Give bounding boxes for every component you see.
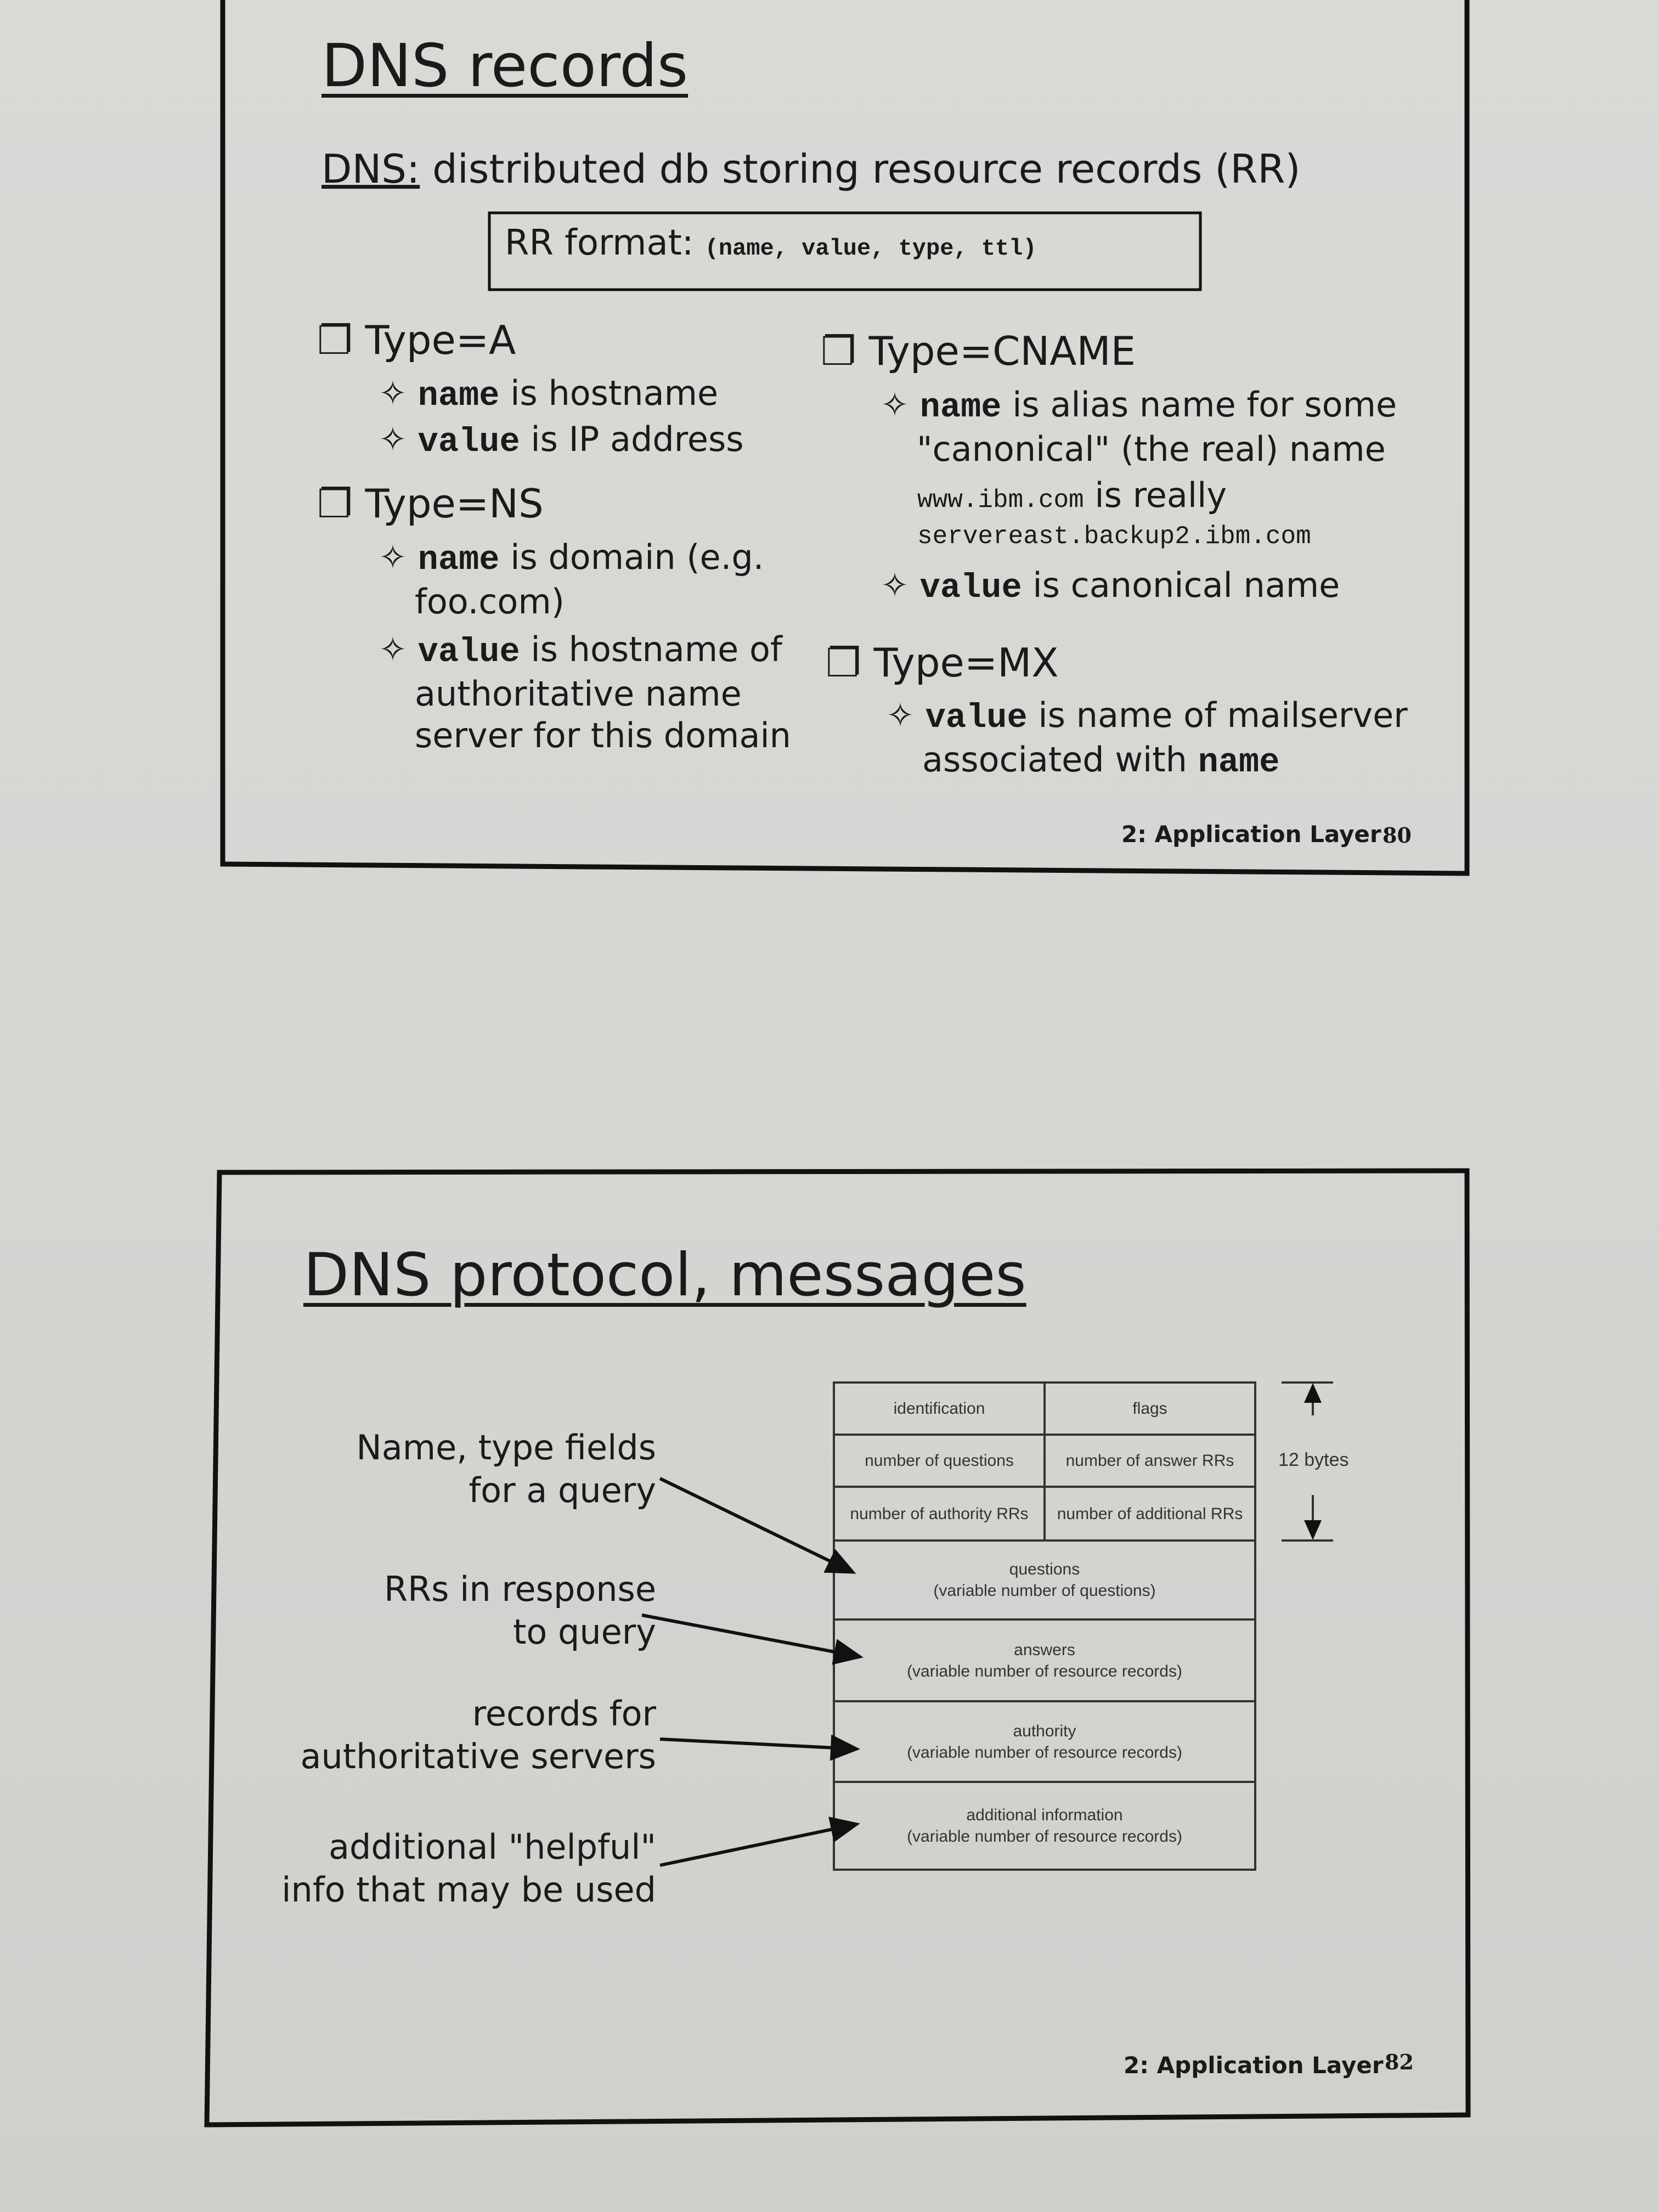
subtitle-text: distributed db storing resource records … — [420, 146, 1301, 192]
type-mx-bullet-1: ✧ value is name of mailserver associated … — [886, 695, 1408, 783]
keyword: name — [1198, 743, 1280, 782]
label-line: RRs in response — [384, 1569, 656, 1609]
text: is hostname — [499, 373, 719, 413]
section-desc: (variable number of resource records) — [907, 1827, 1182, 1846]
keyword: name — [417, 540, 500, 579]
label-additional-info: additional "helpful"info that may be use… — [281, 1826, 656, 1911]
type-a-bullet-1: ✧ name is hostname — [379, 373, 718, 415]
text: "canonical" (the real) name — [917, 429, 1386, 469]
type-cname-heading: ❐ Type=CNAME — [821, 328, 1136, 374]
text: authoritative name — [415, 674, 742, 714]
hostname: www.ibm.com — [917, 486, 1084, 515]
label-line: info that may be used — [281, 1870, 656, 1910]
section-authority: authority (variable number of resource re… — [834, 1701, 1255, 1782]
text: is alias name for some — [1001, 385, 1397, 425]
checkbox-bullet-icon: ❐ — [821, 328, 869, 374]
text: is really — [1084, 475, 1227, 515]
message-format-table — [833, 1381, 1256, 1871]
type-cname-bullet-1: ✧ name is alias name for some"canonical"… — [881, 384, 1397, 470]
section-name: questions — [1009, 1560, 1080, 1578]
type-ns-bullet-1: ✧ name is domain (e.g. foo.com) — [379, 537, 764, 623]
text: foo.com) — [415, 582, 565, 622]
text: is canonical name — [1022, 565, 1340, 605]
label-line: additional "helpful" — [328, 1827, 656, 1867]
section-answers: answers (variable number of resource reco… — [834, 1620, 1255, 1701]
text: associated with — [922, 740, 1198, 780]
section-name: authority — [1013, 1722, 1076, 1740]
slide2-page-number: 82 — [1385, 2050, 1414, 2074]
rr-format-label: RR format: — [505, 223, 705, 263]
keyword: name — [417, 376, 500, 415]
slide1-subtitle: DNS: distributed db storing resource rec… — [321, 146, 1301, 192]
dns-label: DNS: — [321, 146, 420, 192]
type-ns-heading: ❐ Type=NS — [317, 481, 544, 527]
field-flags: flags — [1132, 1400, 1167, 1418]
keyword: value — [925, 698, 1028, 737]
keyword: name — [919, 388, 1002, 427]
diamond-bullet-icon: ✧ — [379, 629, 418, 669]
checkbox-bullet-icon: ❐ — [826, 640, 874, 686]
type-ns-bullet-2: ✧ value is hostname of authoritative name… — [379, 629, 791, 757]
section-name: answers — [1014, 1640, 1075, 1659]
text: is domain (e.g. — [499, 537, 764, 577]
diamond-bullet-icon: ✧ — [881, 385, 920, 425]
diamond-bullet-icon: ✧ — [881, 565, 920, 605]
field-identification: identification — [893, 1400, 985, 1418]
text: is hostname of — [520, 629, 782, 669]
cname-example-2: servereast.backup2.ibm.com — [917, 522, 1311, 551]
diamond-bullet-icon: ✧ — [886, 695, 926, 735]
rr-format-value: (name, value, type, ttl) — [704, 235, 1037, 262]
label-line: authoritative servers — [300, 1736, 657, 1776]
type-a-bullet-2: ✧ value is IP address — [379, 419, 744, 461]
slide1-page-number: 80 — [1383, 823, 1412, 848]
type-mx-heading: ❐ Type=MX — [826, 640, 1059, 686]
type-mx-label: Type=MX — [873, 640, 1059, 686]
label-line: for a query — [469, 1470, 656, 1510]
section-desc: (variable number of resource records) — [907, 1662, 1182, 1680]
label-line: records for — [472, 1694, 656, 1734]
label-line: to query — [513, 1612, 656, 1652]
text: server for this domain — [415, 715, 791, 755]
slide1-title: DNS records — [321, 32, 689, 100]
slide2-frame — [204, 1168, 1471, 2128]
slide1-footer: 2: Application Layer — [1121, 821, 1381, 848]
checkbox-bullet-icon: ❐ — [317, 481, 365, 527]
rr-format: RR format: (name, value, type, ttl) — [505, 223, 1037, 263]
type-cname-bullet-2: ✧ value is canonical name — [881, 565, 1340, 607]
rr-format-box — [488, 211, 1202, 291]
header-size-indicator — [1282, 1381, 1333, 1542]
field-num-answer-rrs: number of answer RRs — [1065, 1452, 1234, 1470]
diamond-bullet-icon: ✧ — [379, 537, 418, 577]
type-ns-label: Type=NS — [365, 481, 544, 527]
diamond-bullet-icon: ✧ — [379, 419, 418, 459]
cname-example-1: www.ibm.com is really — [917, 475, 1227, 515]
keyword: value — [417, 422, 520, 461]
field-num-additional-rrs: number of additional RRs — [1057, 1504, 1243, 1523]
label-line: Name, type fields — [356, 1427, 656, 1468]
section-desc: (variable number of questions) — [933, 1582, 1156, 1600]
text: is name of mailserver — [1027, 695, 1408, 735]
section-name: additional information — [966, 1806, 1123, 1824]
text: is IP address — [520, 419, 744, 459]
type-a-heading: ❐ Type=A — [317, 317, 516, 363]
label-arrows — [641, 1477, 864, 1867]
diamond-bullet-icon: ✧ — [379, 373, 418, 413]
type-a-label: Type=A — [365, 317, 516, 363]
field-num-questions: number of questions — [865, 1452, 1014, 1470]
slide1-frame — [220, 0, 1470, 876]
checkbox-bullet-icon: ❐ — [317, 317, 365, 363]
slide2-footer: 2: Application Layer — [1124, 2052, 1384, 2079]
keyword: value — [919, 568, 1022, 607]
header-size-label: 12 bytes — [1278, 1449, 1349, 1470]
slide2-title: DNS protocol, messages — [303, 1241, 1026, 1310]
type-cname-label: Type=CNAME — [868, 328, 1136, 374]
keyword: value — [417, 633, 520, 672]
field-num-authority-rrs: number of authority RRs — [850, 1504, 1029, 1523]
section-desc: (variable number of resource records) — [907, 1743, 1182, 1762]
section-questions: questions (variable number of questions) — [834, 1541, 1255, 1620]
section-additional: additional information (variable number o… — [834, 1782, 1255, 1870]
